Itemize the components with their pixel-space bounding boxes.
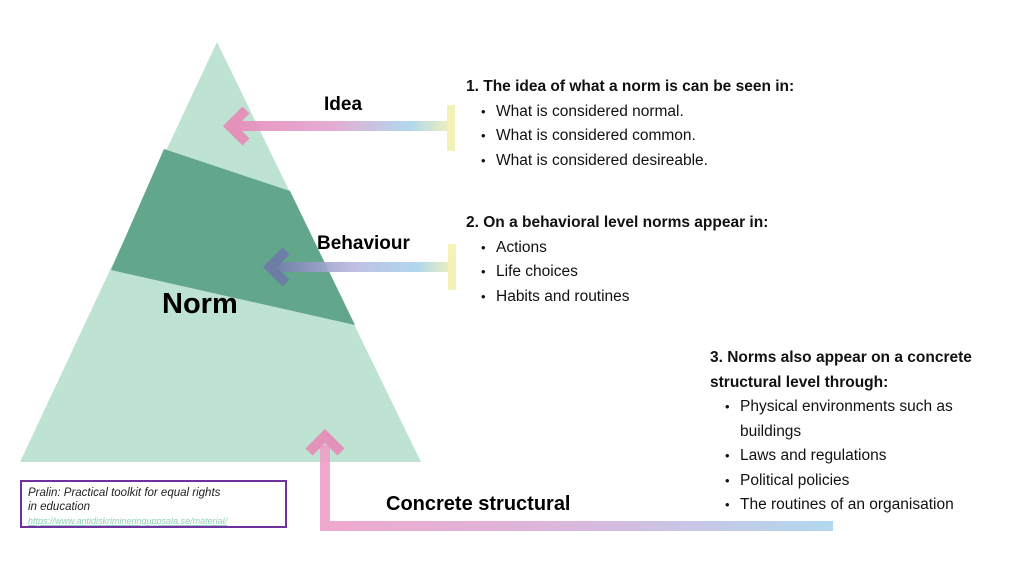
source-title-line2: in education bbox=[28, 501, 91, 513]
concrete-arrow bbox=[305, 428, 833, 531]
list-item: The routines of an organisation bbox=[710, 493, 972, 518]
behaviour-label: Behaviour bbox=[317, 233, 410, 254]
list-item-continuation: buildings bbox=[740, 422, 802, 440]
source-link[interactable]: https://www.antidiskrimineringuppsala.se… bbox=[28, 516, 228, 526]
behaviour-text-block: 2. On a behavioral level norms appear in… bbox=[466, 211, 768, 309]
structural-heading-line1: 3. Norms also appear on a concrete bbox=[710, 349, 972, 366]
source-box: Pralin: Practical toolkit for equal righ… bbox=[20, 480, 287, 528]
source-title-line1: Pralin: Practical toolkit for equal righ… bbox=[28, 487, 221, 499]
structural-list: Physical environments such as buildings … bbox=[710, 395, 972, 518]
structural-text-block: 3. Norms also appear on a concrete struc… bbox=[710, 346, 972, 518]
behaviour-arrow bbox=[262, 244, 456, 290]
list-item: Laws and regulations bbox=[710, 444, 972, 469]
concrete-structural-label: Concrete structural bbox=[386, 493, 571, 515]
list-item: What is considered desireable. bbox=[466, 149, 794, 174]
list-item: Physical environments such as bbox=[710, 395, 972, 420]
list-item: Actions bbox=[466, 236, 768, 261]
norm-label: Norm bbox=[162, 288, 238, 320]
list-item: Life choices bbox=[466, 260, 768, 285]
idea-list: What is considered normal. What is consi… bbox=[466, 100, 794, 174]
behaviour-list: Actions Life choices Habits and routines bbox=[466, 236, 768, 310]
list-item: Political policies bbox=[710, 469, 972, 494]
idea-arrow bbox=[222, 105, 455, 151]
idea-text-block: 1. The idea of what a norm is can be see… bbox=[466, 75, 794, 173]
list-item: What is considered normal. bbox=[466, 100, 794, 125]
list-item: Habits and routines bbox=[466, 285, 768, 310]
pyramid-band-behaviour bbox=[111, 149, 355, 325]
idea-label: Idea bbox=[324, 94, 363, 115]
list-item: What is considered common. bbox=[466, 124, 794, 149]
behaviour-heading: 2. On a behavioral level norms appear in… bbox=[466, 214, 769, 231]
idea-heading: 1. The idea of what a norm is can be see… bbox=[466, 78, 795, 95]
structural-heading-line2: structural level through: bbox=[710, 373, 889, 391]
